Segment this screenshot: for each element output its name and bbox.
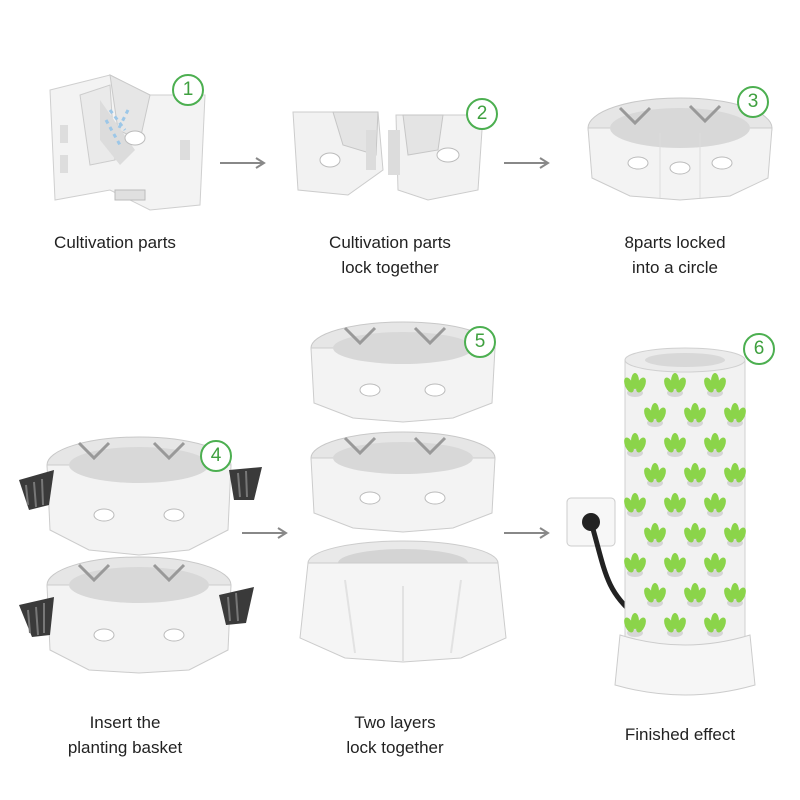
plant-icon [624, 493, 646, 517]
step-3-caption: 8parts locked into a circle [624, 233, 726, 277]
plant-icon [704, 613, 726, 637]
step-6-image [565, 340, 780, 710]
plant-icon [684, 463, 706, 487]
step-6-badge: 6 [743, 333, 775, 365]
plant-icon [664, 373, 686, 397]
step-5-badge: 5 [464, 326, 496, 358]
plant-group [624, 373, 746, 637]
arrow-2-3 [502, 155, 554, 171]
basket-icon [19, 470, 54, 510]
plant-icon [664, 493, 686, 517]
step-3-badge: 3 [737, 86, 769, 118]
arrow-1-2 [218, 155, 270, 171]
plant-icon [704, 553, 726, 577]
step-5-caption: Two layers lock together [346, 713, 444, 757]
plant-icon [704, 433, 726, 457]
step-4-badge: 4 [200, 440, 232, 472]
plant-icon [624, 553, 646, 577]
arrow-5-6 [502, 525, 554, 541]
step-5-image [295, 318, 515, 663]
basket-icon [19, 597, 54, 637]
plant-icon [624, 433, 646, 457]
step-2-badge: 2 [466, 98, 498, 130]
arrow-4-5 [240, 525, 292, 541]
plant-icon [684, 403, 706, 427]
step-4-image [14, 425, 264, 675]
step-6-caption: Finished effect [624, 725, 736, 744]
plant-icon [724, 523, 746, 547]
step-1-caption: Cultivation parts [54, 233, 176, 252]
plant-icon [644, 463, 666, 487]
plant-icon [684, 523, 706, 547]
plant-icon [644, 523, 666, 547]
step-4-caption: Insert the planting basket [67, 713, 183, 757]
plant-icon [664, 433, 686, 457]
basket-icon [219, 587, 254, 625]
step-1-image [40, 70, 210, 220]
plant-icon [644, 403, 666, 427]
plant-icon [724, 403, 746, 427]
plant-icon [664, 613, 686, 637]
plant-icon [724, 583, 746, 607]
step-1-badge: 1 [172, 74, 204, 106]
basket-icon [229, 467, 262, 500]
plant-icon [664, 553, 686, 577]
step-2-image [288, 100, 488, 210]
plant-icon [704, 493, 726, 517]
plant-icon [644, 583, 666, 607]
plant-icon [724, 463, 746, 487]
step-3-image [580, 88, 780, 208]
plant-icon [624, 613, 646, 637]
step-2-caption: Cultivation parts lock together [329, 233, 451, 277]
plant-icon [704, 373, 726, 397]
plant-icon [684, 583, 706, 607]
plant-icon [624, 373, 646, 397]
